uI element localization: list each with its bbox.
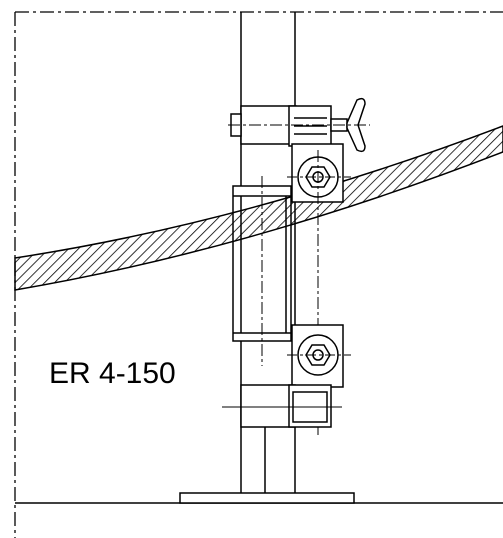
lower-nut — [291, 324, 344, 388]
lower-clamp-body — [240, 384, 296, 428]
base-plate — [179, 492, 355, 504]
lower-clamp — [240, 384, 332, 428]
floor — [15, 492, 503, 504]
part-label: ER 4-150 — [49, 357, 176, 390]
